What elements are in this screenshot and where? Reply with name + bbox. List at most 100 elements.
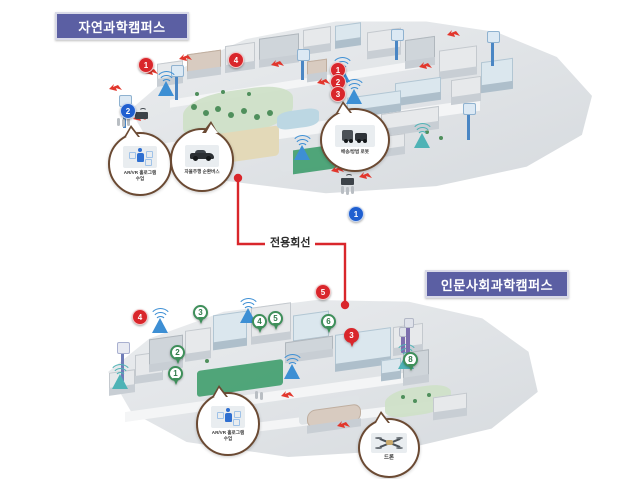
callout-tail <box>202 121 218 133</box>
marker-red-6[interactable]: 4 <box>132 309 148 325</box>
callout-caption: 자율주행 순환버스 <box>184 168 220 174</box>
drone-icon <box>371 433 407 454</box>
pin-green-5[interactable]: 5 <box>268 311 283 330</box>
building <box>451 75 481 106</box>
tree <box>215 106 221 112</box>
antenna-pole <box>391 29 404 60</box>
callout-tail <box>212 385 228 397</box>
antenna-head-icon <box>463 103 476 115</box>
callout-caption: AR/VR 홀로그램 수업 <box>123 169 157 181</box>
antenna-head-icon <box>297 49 310 61</box>
antenna-head-icon <box>487 31 500 43</box>
callout-ar-vr-hologram-class[interactable]: AR/VR 홀로그램 수업 <box>108 125 172 196</box>
wifi-access-point-icon <box>281 353 304 379</box>
tree <box>221 90 225 94</box>
signal-bolt-icon <box>281 391 294 398</box>
building <box>335 22 361 49</box>
tree <box>195 92 199 96</box>
wifi-access-point-icon <box>343 78 366 104</box>
tree <box>254 114 260 120</box>
signal-bolt-icon <box>359 172 372 179</box>
building <box>433 392 467 421</box>
callout-ar-vr-hologram-class-2[interactable]: AR/VR 홀로그램 수업 <box>196 385 260 456</box>
signal-bolt-icon <box>331 166 344 173</box>
antenna-head-icon <box>117 342 130 354</box>
marker-red-4[interactable]: 3 <box>330 86 346 102</box>
tree <box>228 112 234 118</box>
callout-caption: 드론 <box>384 455 394 462</box>
pedestrian <box>346 187 349 195</box>
pin-green-4[interactable]: 4 <box>252 314 267 333</box>
pin-red-3[interactable]: 3 <box>344 328 359 347</box>
pedestrian <box>117 118 120 126</box>
building <box>481 57 513 94</box>
marker-blue-1[interactable]: 2 <box>120 103 136 119</box>
callout-tail <box>336 101 352 113</box>
campus-label-natural-science: 자연과학캠퍼스 <box>55 12 189 40</box>
antenna-pole <box>463 103 476 140</box>
tree <box>247 92 251 96</box>
pin-green-1[interactable]: 1 <box>168 366 183 385</box>
callout-caption: AR/VR 홀로그램 수업 <box>211 429 245 441</box>
marker-red-1[interactable]: 1 <box>138 57 154 73</box>
callout-autonomous-shuttle-bus[interactable]: 자율주행 순환버스 <box>170 121 234 192</box>
building <box>303 26 331 55</box>
marker-red-7[interactable]: 5 <box>315 284 331 300</box>
signal-bolt-icon <box>419 62 432 69</box>
antenna-head-icon <box>391 29 404 41</box>
building <box>439 45 477 80</box>
pedestrian <box>351 186 354 194</box>
signal-bolt-icon <box>337 421 350 428</box>
car-icon <box>185 144 219 167</box>
pin-green-6[interactable]: 6 <box>321 314 336 333</box>
signal-bolt-icon <box>317 78 330 85</box>
hologram-person-icon <box>123 145 157 168</box>
antenna-pole <box>487 31 500 66</box>
marker-red-5[interactable]: 4 <box>228 52 244 68</box>
tree <box>413 399 417 403</box>
tree <box>267 110 273 116</box>
dedicated-line-label: 전용회선 <box>265 233 316 251</box>
pedestrian <box>341 186 344 194</box>
building <box>259 33 299 68</box>
callout-caption: 배송/방범 로봇 <box>341 148 369 154</box>
callout-tail <box>374 411 390 423</box>
tree <box>439 136 443 140</box>
pin-green-2[interactable]: 2 <box>170 345 185 364</box>
wifi-access-point-icon <box>411 122 434 148</box>
smart-kiosk-icon <box>341 174 354 186</box>
building <box>185 327 211 362</box>
tree <box>205 359 209 363</box>
signal-bolt-icon <box>447 30 460 37</box>
campus-label-humanities: 인문사회과학캠퍼스 <box>425 270 569 298</box>
communication-tower-icon <box>404 318 414 358</box>
building <box>187 49 221 80</box>
hologram-person-icon <box>211 405 245 428</box>
wifi-access-point-icon <box>291 134 314 160</box>
wifi-access-point-icon <box>149 307 172 333</box>
callout-delivery-security-robot[interactable]: 배송/방범 로봇 <box>320 101 390 172</box>
wifi-access-point-icon <box>109 363 132 389</box>
callout-tail <box>124 125 140 137</box>
pedestrian <box>260 392 263 400</box>
building <box>307 58 327 83</box>
robot-icon <box>335 124 375 147</box>
wifi-access-point-icon <box>155 70 178 96</box>
pin-green-3[interactable]: 3 <box>193 305 208 324</box>
pedestrian <box>255 391 258 399</box>
tree <box>203 110 209 116</box>
smart-kiosk-icon <box>135 108 148 120</box>
marker-blue-2[interactable]: 1 <box>348 206 364 222</box>
building <box>405 35 435 70</box>
tree <box>191 104 197 110</box>
callout-drone[interactable]: 드론 <box>358 411 420 478</box>
pedestrian <box>122 119 125 127</box>
campus-humanities-social-science <box>85 295 545 460</box>
signal-bolt-icon <box>179 54 192 61</box>
pin-green-8[interactable]: 8 <box>403 352 418 371</box>
tree <box>401 395 405 399</box>
tree <box>241 108 247 114</box>
signal-bolt-icon <box>271 60 284 67</box>
antenna-pole <box>297 49 310 80</box>
